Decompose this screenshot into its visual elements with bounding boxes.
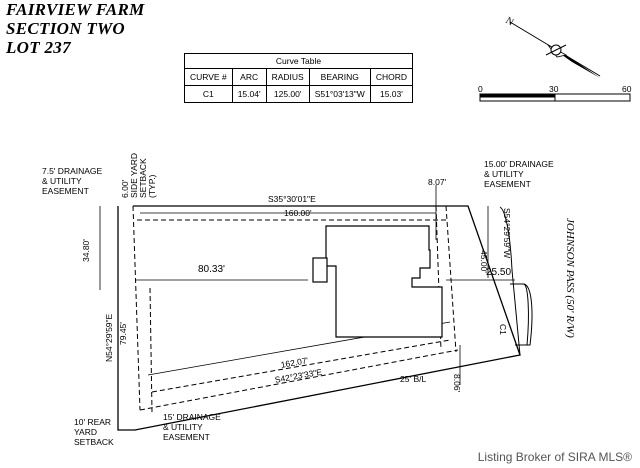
lot-boundary [117,205,521,431]
rear-yard-setback-label: 10' REAR YARD SETBACK [74,417,114,447]
house-offset: 80.33' [198,264,225,275]
curve-table-cell: C1 [184,85,233,103]
section-name: SECTION TWO [6,19,126,38]
drainage-easement-left-label: 7.5' DRAINAGE & UTILITY EASEMENT [42,166,103,196]
bottom-side-offset: 8.06' [452,374,462,393]
curve-table: Curve Table CURVE # ARC RADIUS BEARING C… [183,53,414,103]
street-pavement [510,283,533,346]
left-bearing: N54°29'59"E [104,313,114,362]
scale-tick: 0 [478,84,483,94]
plat-title: FAIRVIEW FARM SECTION TWO LOT 237 [6,0,145,57]
curve-table-cell: 15.03' [369,85,414,103]
front-setback: 25.50' [486,267,513,278]
lot-number: LOT 237 [6,38,71,57]
setback-lines [132,205,459,413]
scale-bar [479,93,631,102]
left-width: 34.80' [81,239,91,262]
mls-watermark: Listing Broker of SIRA MLS® [477,450,632,464]
top-length: 160.00' [284,208,312,218]
top-side-offset: 8.07' [428,177,447,187]
right-bearing: S54°29'59"W [502,208,512,259]
scale-tick: 60 [622,84,632,94]
side-yard-setback-label: 6.00' SIDE YARD SETBACK (TYP.) [120,152,157,198]
top-bearing: S35°30'01"E [268,194,316,204]
curve-table-row: C1 15.04' 125.00' S51°03'13"W 15.03' [184,85,414,103]
building-line: 25' B/L [400,374,427,384]
street-name: JOHNSON PASS (50' R/W) [564,218,576,338]
subdivision-name: FAIRVIEW FARM [6,0,145,19]
drainage-easement-bottom-label: 15' DRAINAGE & UTILITY EASEMENT [163,412,221,442]
left-length: 79.45' [118,322,128,345]
curve-table-cell: 125.00' [265,85,310,103]
house-footprint [312,225,443,338]
curve-label: C1 [498,324,508,335]
north-arrow-icon [509,21,601,78]
scale-tick: 30 [549,84,559,94]
north-letter: N [503,15,515,28]
drainage-easement-right-label: 15.00' DRAINAGE & UTILITY EASEMENT [484,159,554,189]
